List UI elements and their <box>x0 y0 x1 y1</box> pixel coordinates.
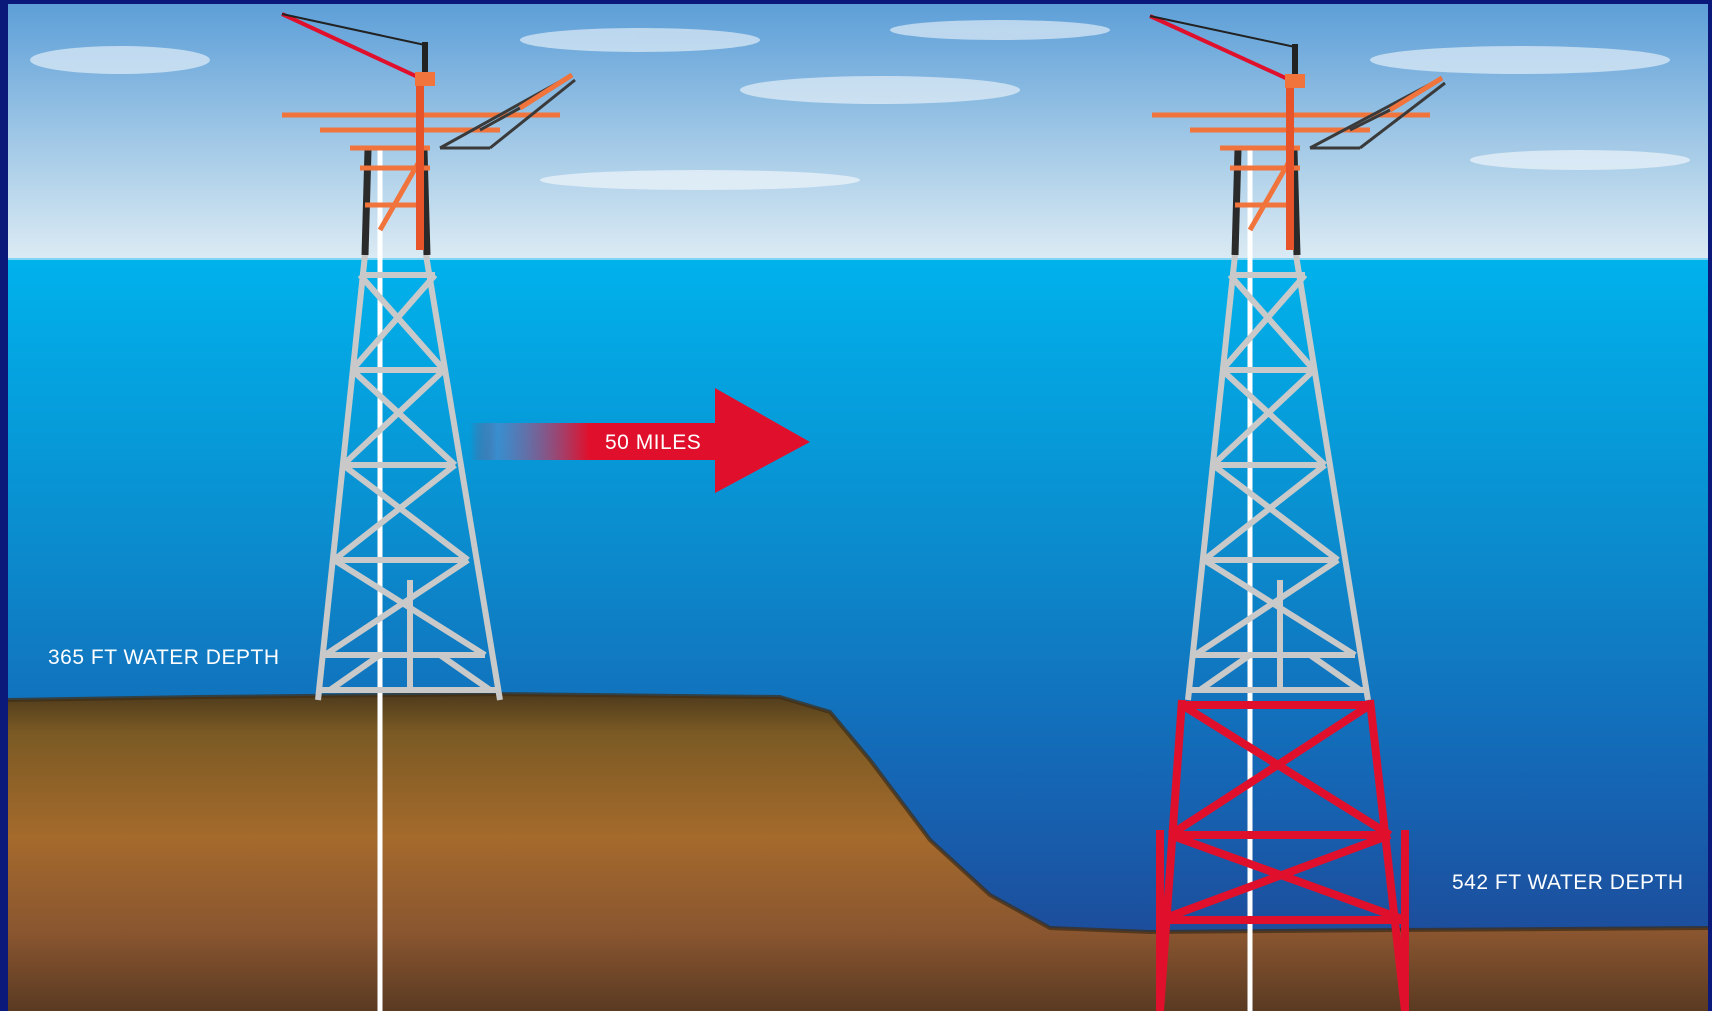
clouds <box>30 20 1690 190</box>
right-platform <box>1149 14 1446 1011</box>
arrow-distance-label: 50 MILES <box>605 431 701 454</box>
seabed-edge <box>7 691 1709 935</box>
left-platform <box>281 12 576 701</box>
left-flare-tip <box>518 72 574 111</box>
arrow-shape <box>470 388 810 493</box>
left-jacket <box>315 254 503 701</box>
right-flare-tip <box>1388 75 1444 113</box>
left-depth-label: 365 FT WATER DEPTH <box>48 646 279 669</box>
right-jacket-extension <box>1156 699 1409 1011</box>
sky <box>8 4 1708 260</box>
left-crane <box>281 12 435 86</box>
right-jacket <box>1185 254 1371 701</box>
right-crane <box>1149 14 1305 88</box>
relocation-arrow: 50 MILES <box>470 388 810 493</box>
right-depth-label: 542 FT WATER DEPTH <box>1452 871 1683 894</box>
right-topside <box>1152 80 1430 250</box>
